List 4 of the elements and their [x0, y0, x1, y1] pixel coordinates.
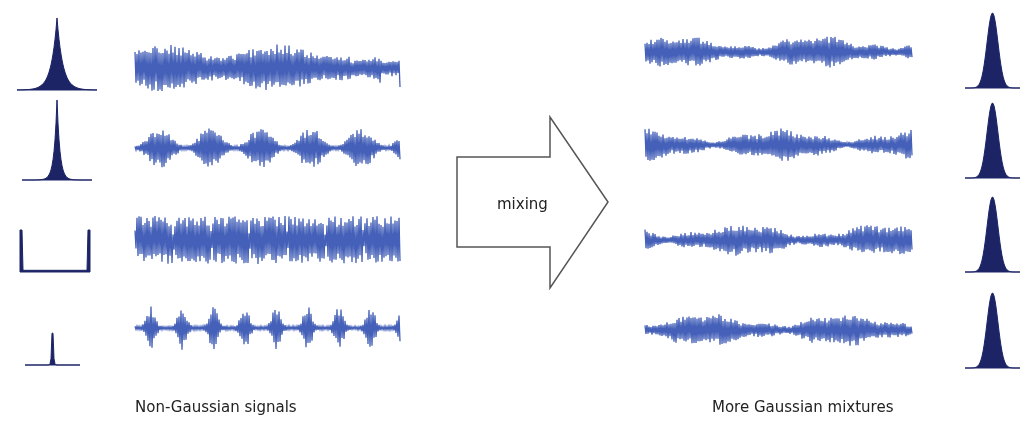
block-arrow — [455, 115, 610, 290]
caption: More Gaussian mixtures — [712, 398, 894, 416]
caption: Non-Gaussian signals — [135, 398, 297, 416]
arrow-label: mixing — [497, 195, 548, 213]
